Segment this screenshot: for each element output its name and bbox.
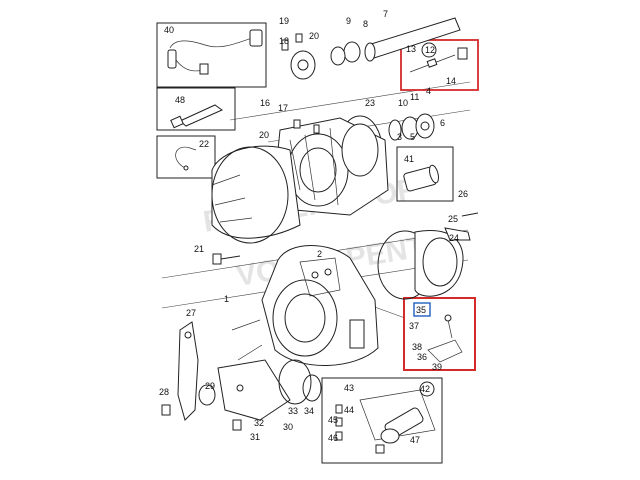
callout-35: 35 bbox=[416, 305, 426, 315]
callout-29: 29 bbox=[205, 381, 215, 391]
callout-10: 10 bbox=[398, 98, 408, 108]
callout-24: 24 bbox=[449, 233, 459, 243]
small-bolts bbox=[161, 119, 479, 454]
callout-40: 40 bbox=[164, 25, 174, 35]
callout-39: 39 bbox=[432, 362, 442, 372]
callout-27: 27 bbox=[186, 308, 196, 318]
callout-20: 20 bbox=[309, 31, 319, 41]
callout-32: 32 bbox=[254, 418, 264, 428]
callout-28: 28 bbox=[159, 387, 169, 397]
callout-20-lower: 20 bbox=[259, 130, 269, 140]
callout-3: 3 bbox=[397, 132, 402, 142]
callout-42: 42 bbox=[420, 384, 430, 394]
inset-box-40 bbox=[156, 22, 267, 88]
inset-box-41 bbox=[396, 146, 454, 202]
callout-2: 2 bbox=[317, 249, 322, 259]
callout-7: 7 bbox=[383, 9, 388, 19]
callout-19: 19 bbox=[279, 16, 289, 26]
callout-9: 9 bbox=[346, 16, 351, 26]
inset-box-35 bbox=[403, 297, 476, 371]
main-housing bbox=[231, 245, 379, 366]
inset-box-22 bbox=[156, 135, 216, 179]
callout-31: 31 bbox=[250, 432, 260, 442]
inset-box-42 bbox=[321, 377, 443, 464]
callout-21: 21 bbox=[194, 244, 204, 254]
callout-5: 5 bbox=[410, 132, 415, 142]
callout-46: 46 bbox=[328, 433, 338, 443]
callout-26: 26 bbox=[458, 189, 468, 199]
callout-11: 11 bbox=[410, 92, 419, 102]
callout-6: 6 bbox=[440, 118, 445, 128]
callout-17: 17 bbox=[278, 103, 288, 113]
callout-43: 43 bbox=[344, 383, 354, 393]
callout-23: 23 bbox=[365, 98, 375, 108]
callout-41: 41 bbox=[404, 154, 414, 164]
callout-4: 4 bbox=[426, 86, 431, 96]
callout-16: 16 bbox=[260, 98, 270, 108]
callout-labels: 40 19 18 20 9 7 8 13 12 14 16 17 48 23 1… bbox=[159, 9, 468, 445]
callout-22: 22 bbox=[199, 139, 209, 149]
bracket-27 bbox=[177, 321, 216, 421]
inset-box-48 bbox=[156, 87, 236, 131]
bell-housing bbox=[211, 145, 301, 244]
cover-plate bbox=[217, 359, 322, 421]
callout-25: 25 bbox=[448, 214, 458, 224]
callout-30: 30 bbox=[283, 422, 293, 432]
drive-shaft-group bbox=[281, 17, 461, 80]
callout-44: 44 bbox=[344, 405, 354, 415]
inset-box-12 bbox=[400, 39, 479, 91]
callout-8: 8 bbox=[363, 19, 368, 29]
callout-38: 38 bbox=[412, 342, 422, 352]
flange-ring bbox=[377, 227, 471, 300]
callout-14: 14 bbox=[446, 76, 456, 86]
callout-48: 48 bbox=[175, 95, 185, 105]
callout-37: 37 bbox=[409, 321, 419, 331]
callout-45: 45 bbox=[328, 415, 338, 425]
callout-12: 12 bbox=[425, 45, 435, 55]
callout-34: 34 bbox=[304, 406, 314, 416]
callout-13: 13 bbox=[406, 44, 416, 54]
callout-47: 47 bbox=[410, 435, 420, 445]
callout-33: 33 bbox=[288, 406, 298, 416]
callout-36: 36 bbox=[417, 352, 427, 362]
callout-1: 1 bbox=[224, 294, 229, 304]
callout-18: 18 bbox=[279, 36, 289, 46]
